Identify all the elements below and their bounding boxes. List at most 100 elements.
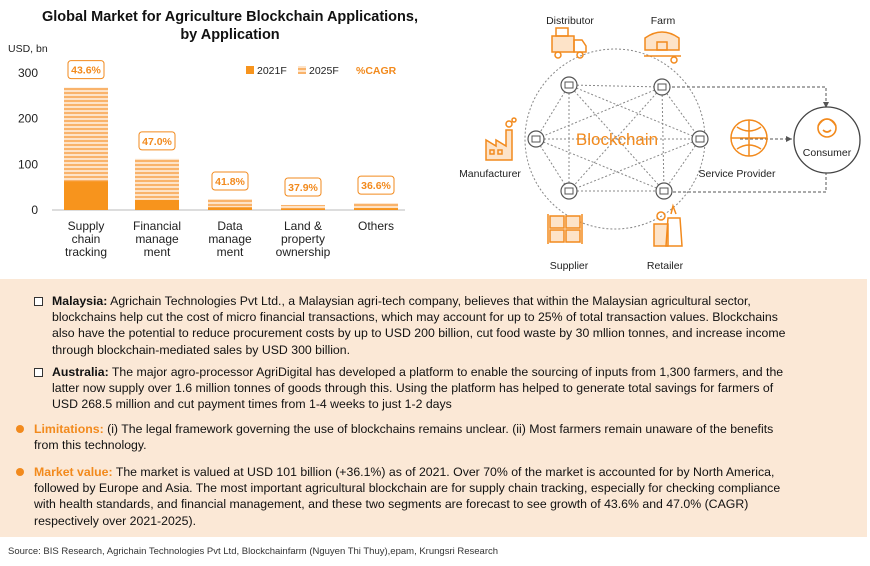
australia-paragraph: Australia: The major agro-processor Agri… [52,364,849,413]
legend: 2021F 2025F %CAGR [246,65,397,77]
australia-line-3: USD 268.5 million and cut payment times … [52,397,452,412]
x-tick-label: ment [144,245,171,259]
node-marker-icon [560,76,578,94]
node-label-manufacturer: Manufacturer [459,168,521,180]
manufacturer-icon [485,117,517,161]
node-label-supplier: Supplier [550,260,589,272]
bars [64,87,398,210]
distributor-icon [551,27,587,59]
x-tick-label: Others [358,219,394,233]
node-label-farm: Farm [651,15,676,27]
network-link [568,84,663,88]
x-tick-label: ment [217,245,244,259]
supplier-icon [547,214,583,244]
market-value-bullet-icon [16,468,24,476]
malaysia-line-4: through blockchain-mediated sales by USD… [52,342,351,357]
x-tick-label: tracking [65,245,107,259]
node-circles [527,76,709,200]
cagr-label: 47.0% [142,136,172,148]
network-link [535,86,663,140]
node-device-icon [695,135,705,143]
blockchain-diagram: Blockchain Consumer [459,15,861,272]
consumer-arrow-bottom [666,172,827,195]
bar-2021f [281,208,325,210]
bar-2021f [64,181,108,210]
consumer-circle [793,106,861,174]
malaysia-line-1: Malaysia: Agrichain Technologies Pvt Ltd… [52,294,751,308]
network-link [568,138,701,192]
x-tick-label: Financial [133,219,181,233]
x-tick-label: Data [217,219,243,233]
node-marker-icon [560,182,578,200]
x-tick-label: chain [72,232,101,246]
bar-2021f [135,199,179,210]
network-link [663,138,701,192]
network-link [535,138,665,192]
chart-title-line-2: by Application [180,27,280,43]
cagr-box [211,171,249,191]
cagr-box [284,177,322,197]
farm-icon [644,31,681,64]
australia-line-1: Australia: The major agro-processor Agri… [52,365,784,379]
x-axis-labels: SupplychaintrackingFinancialmanagementDa… [65,219,394,259]
bar-2025f [354,203,398,210]
node-marker-icon [691,130,709,148]
y-axis-label: USD, bn [8,43,48,55]
node-device-icon [564,81,574,89]
network-lines [535,84,701,192]
limitations-label: Limitations: [34,422,104,436]
market-value-line-3: with health standards, and financial man… [34,497,749,512]
x-tick-label: property [281,232,325,246]
cagr-label: 41.8% [215,176,245,188]
legend-swatch-2025 [298,66,306,74]
blockchain-label: Blockchain [576,130,658,149]
limitations-line-2: from this technology. [34,438,147,453]
chart-title: Global Market for Agriculture Blockchain… [20,8,440,44]
bar-2025f [281,204,325,210]
node-device-icon [659,187,669,195]
legend-label-2025: 2025F [309,65,339,77]
service-provider-icon [730,119,768,157]
limitations-bullet-icon [16,425,24,433]
market-value-line-1: Market value: The market is valued at US… [34,465,775,479]
node-device-icon [531,135,541,143]
x-tick-label: Supply [68,219,105,233]
network-link [661,86,701,140]
y-tick-label: 100 [18,157,38,171]
y-tick-label: 300 [18,66,38,80]
bar-2021f [354,208,398,210]
node-device-icon [657,83,667,91]
x-tick-label: ownership [276,245,331,259]
limitations-line-1: Limitations: (i) The legal framework gov… [34,422,774,436]
x-tick-label: Land & [284,219,322,233]
bar-2025f [208,199,252,210]
cagr-box [67,60,105,80]
node-label-service-provider: Service Provider [698,168,776,180]
network-link [568,86,663,192]
node-marker-icon [527,130,545,148]
cagr-box [357,175,395,195]
market-value-paragraph: Market value: The market is valued at US… [34,464,849,529]
consumer-label: Consumer [803,147,852,159]
cagr-label: 43.6% [71,65,101,77]
x-tick-label: manage [208,232,252,246]
node-label-retailer: Retailer [647,260,684,272]
consumer-icon [817,118,837,138]
y-tick-label: 0 [31,203,38,217]
text-panel [0,279,867,537]
malaysia-line-2: blockchains help cut the cost of micro f… [52,310,778,325]
node-marker-icon [653,78,671,96]
malaysia-paragraph: Malaysia: Agrichain Technologies Pvt Ltd… [52,293,849,358]
market-value-line-2: followed by Europe and Asia. The most im… [34,481,781,496]
node-marker-icon [655,182,673,200]
limitations-paragraph: Limitations: (i) The legal framework gov… [34,421,849,453]
australia-label: Australia: [52,365,109,379]
legend-swatch-2021 [246,66,254,74]
cagr-label: 37.9% [288,182,318,194]
australia-line-2: latter now supply over 1.6 million tonne… [52,381,774,396]
malaysia-label: Malaysia: [52,294,108,308]
consumer-arrow-top [662,86,829,108]
chart-title-line-1: Global Market for Agriculture Blockchain… [42,9,418,25]
